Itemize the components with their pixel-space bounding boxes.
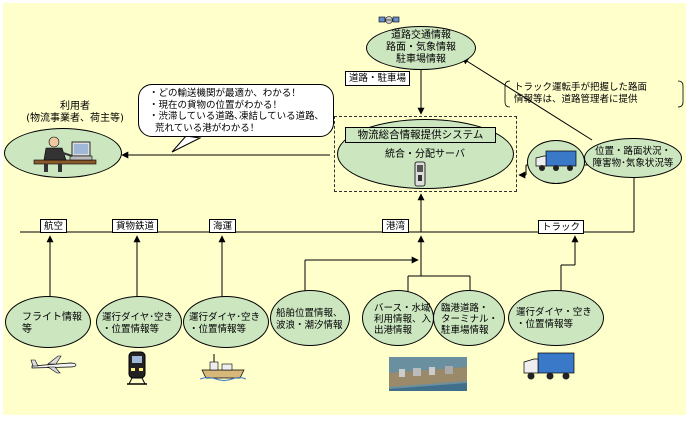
road-info-line-3: 駐車場情報 xyxy=(396,54,446,65)
truck-icon xyxy=(535,150,577,171)
source-flight-line-1: フライト情報 xyxy=(22,312,82,323)
bubble-tail xyxy=(171,135,202,153)
source-port-road xyxy=(433,290,505,346)
truck-icon xyxy=(523,352,575,380)
mode-label-sea: 海運 xyxy=(209,219,237,233)
source-sea-line-1: 運行ダイヤ･空き xyxy=(189,312,260,323)
source-truck xyxy=(508,290,604,346)
source-berth xyxy=(362,290,434,346)
road-status-node xyxy=(584,138,682,178)
source-berth-line-3: 出港情報 xyxy=(374,325,413,336)
satellite-icon xyxy=(378,16,400,24)
mode-label-truck: トラック xyxy=(538,220,585,234)
source-flight xyxy=(5,296,91,348)
system-title: 物流総合情報提供システム xyxy=(345,127,496,143)
source-ship xyxy=(270,290,350,346)
port-photo-icon xyxy=(389,357,467,391)
source-port-road-line-2: ターミナル・ xyxy=(441,314,499,325)
source-ship-line-1: 船舶位置情報、 xyxy=(276,308,343,319)
airplane-icon xyxy=(30,355,77,374)
road-parking-label: 道路・駐車場 xyxy=(345,71,411,86)
mode-label-rail: 貨物鉄道 xyxy=(112,219,159,233)
source-truck-line-1: 運行ダイヤ・空き xyxy=(516,307,592,318)
source-rail-line-1: 運行ダイヤ･空き xyxy=(102,312,173,323)
road-status-line-2: 障害物･気象状況等 xyxy=(592,158,674,169)
user-label-line-2: (物流事業者、荷主等) xyxy=(26,113,124,124)
mode-label-port: 港湾 xyxy=(382,219,410,233)
user-benefits-bubble: ・どの輸送機関が最適か、わかる！ ・現在の貨物の位置がわかる！ ・渋滞している道… xyxy=(138,84,334,137)
server-subtitle: 統合・分配サーバ xyxy=(385,149,465,160)
system-boundary xyxy=(334,116,517,192)
user-label-line-1: 利用者 xyxy=(60,101,90,112)
source-port-road-line-1: 臨港道路・ xyxy=(441,303,489,314)
road-info-line-2: 路面・気象情報 xyxy=(386,42,456,53)
source-truck-line-2: ・位置情報等 xyxy=(516,319,574,330)
computer-user-icon xyxy=(33,136,97,172)
source-rail xyxy=(96,296,182,348)
road-info-line-1: 道路交通情報 xyxy=(391,30,451,41)
mode-label-air: 航空 xyxy=(40,219,68,233)
road-status-line-1: 位置・路面状況・ xyxy=(594,146,671,157)
arrow-road-status-to-road-info xyxy=(461,57,593,141)
source-port-road-line-3: 駐車場情報 xyxy=(441,325,489,336)
driver-note-bracket xyxy=(504,80,684,108)
source-sea xyxy=(183,296,269,348)
source-ship-line-2: 波浪・潮汐情報 xyxy=(276,320,343,331)
source-flight-line-2: 等 xyxy=(22,324,32,335)
diagram-background xyxy=(3,3,686,415)
driver-note: トラック運転手が把握した路面 情報等は、道路管理者に提供 xyxy=(514,82,648,105)
source-sea-line-2: ・位置情報等 xyxy=(189,324,247,335)
road-info-node xyxy=(366,26,476,70)
source-berth-line-1: バース・水域 xyxy=(374,303,431,314)
phone-icon xyxy=(414,161,426,187)
source-berth-line-2: 利用情報、入 xyxy=(374,314,432,325)
ship-icon xyxy=(200,354,246,381)
train-icon xyxy=(127,351,147,385)
source-rail-line-2: ・位置情報等 xyxy=(102,324,160,335)
